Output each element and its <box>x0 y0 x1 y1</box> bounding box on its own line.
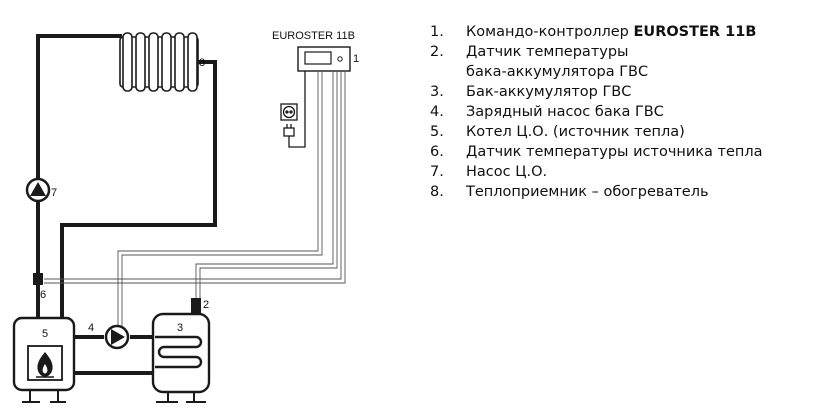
legend-item: бака-аккумулятора ГВС <box>430 62 763 82</box>
source-temperature-sensor <box>33 273 43 285</box>
legend-item-text: Теплоприемник – обогреватель <box>466 182 709 202</box>
return-pipe-right <box>60 60 217 318</box>
legend-item-label: Насос Ц.О. <box>466 164 548 180</box>
legend-item: 8. Теплоприемник – обогреватель <box>430 182 763 202</box>
legend-list: 1. Командо-контроллер EUROSTER 11B 2. Датчи… <box>430 22 763 202</box>
legend-item-text: Зарядный насос бака ГВС <box>466 102 664 122</box>
legend-item-text: Командо-контроллер EUROSTER 11B <box>466 22 756 42</box>
tank-heat-coil <box>155 335 203 369</box>
legend-item-bold: EUROSTER 11B <box>633 24 757 40</box>
controller-label: 1 <box>353 53 359 65</box>
legend-item: 4. Зарядный насос бака ГВС <box>430 102 763 122</box>
legend-item-text: Датчик температуры источника тепла <box>466 142 763 162</box>
legend-item: 5. Котел Ц.О. (источник тепла) <box>430 122 763 142</box>
legend-item-number: 5. <box>430 124 444 140</box>
legend-item-number: 7. <box>430 164 444 180</box>
legend-item-label: Датчик температуры источника тепла <box>466 144 763 160</box>
legend-item-text: Датчик температуры <box>466 42 629 62</box>
legend-item-label: Зарядный насос бака ГВС <box>466 104 664 120</box>
legend-item: 1. Командо-контроллер EUROSTER 11B <box>430 22 763 42</box>
dhw-tank <box>151 312 211 403</box>
boiler-label: 5 <box>42 328 48 340</box>
legend-item: 3. Бак-аккумулятор ГВС <box>430 82 763 102</box>
legend-item: 2. Датчик температуры <box>430 42 763 62</box>
tank-sensor-label: 2 <box>203 299 209 311</box>
charge-pump-icon <box>104 324 130 350</box>
radiator <box>119 32 199 92</box>
tank-label: 3 <box>177 322 183 334</box>
legend-item-number: 1. <box>430 24 444 40</box>
supply-pipe-left <box>36 34 122 318</box>
power-socket-icon <box>280 103 298 121</box>
legend-item-label: Командо-контроллер <box>466 24 634 40</box>
controller-title: EUROSTER 11B <box>272 30 355 42</box>
legend-item-number <box>430 62 466 82</box>
source-sensor-label: 6 <box>40 289 46 301</box>
controller-unit <box>297 46 351 72</box>
legend-item-number: 2. <box>430 44 444 60</box>
legend-item: 6. Датчик температуры источника тепла <box>430 142 763 162</box>
tank-temperature-sensor <box>191 298 201 314</box>
legend-item-number: 3. <box>430 84 444 100</box>
legend-item-number: 8. <box>430 184 444 200</box>
legend-item-label: бака-аккумулятора ГВС <box>466 64 649 80</box>
ch-pump-icon <box>25 177 51 203</box>
power-plug-icon <box>283 71 306 148</box>
legend-item-label: Бак-аккумулятор ГВС <box>466 84 632 100</box>
flame-icon <box>36 352 54 378</box>
ch-pump-label: 7 <box>51 187 57 199</box>
legend-item-label: Котел Ц.О. (источник тепла) <box>466 124 685 140</box>
signal-wires <box>44 71 346 327</box>
legend-item-label: Теплоприемник – обогреватель <box>466 184 709 200</box>
charge-pump-label: 4 <box>88 322 94 334</box>
legend-item-number: 6. <box>430 144 444 160</box>
radiator-label: 8 <box>199 57 205 69</box>
legend-item-label: Датчик температуры <box>466 44 629 60</box>
legend-item-text: бака-аккумулятора ГВС <box>466 62 648 82</box>
pipes <box>36 34 217 375</box>
legend-item-number: 4. <box>430 104 444 120</box>
legend-item-text: Бак-аккумулятор ГВС <box>466 82 631 102</box>
legend-item: 7. Насос Ц.О. <box>430 162 763 182</box>
legend-item-text: Котел Ц.О. (источник тепла) <box>466 122 685 142</box>
legend-item-text: Насос Ц.О. <box>466 162 547 182</box>
